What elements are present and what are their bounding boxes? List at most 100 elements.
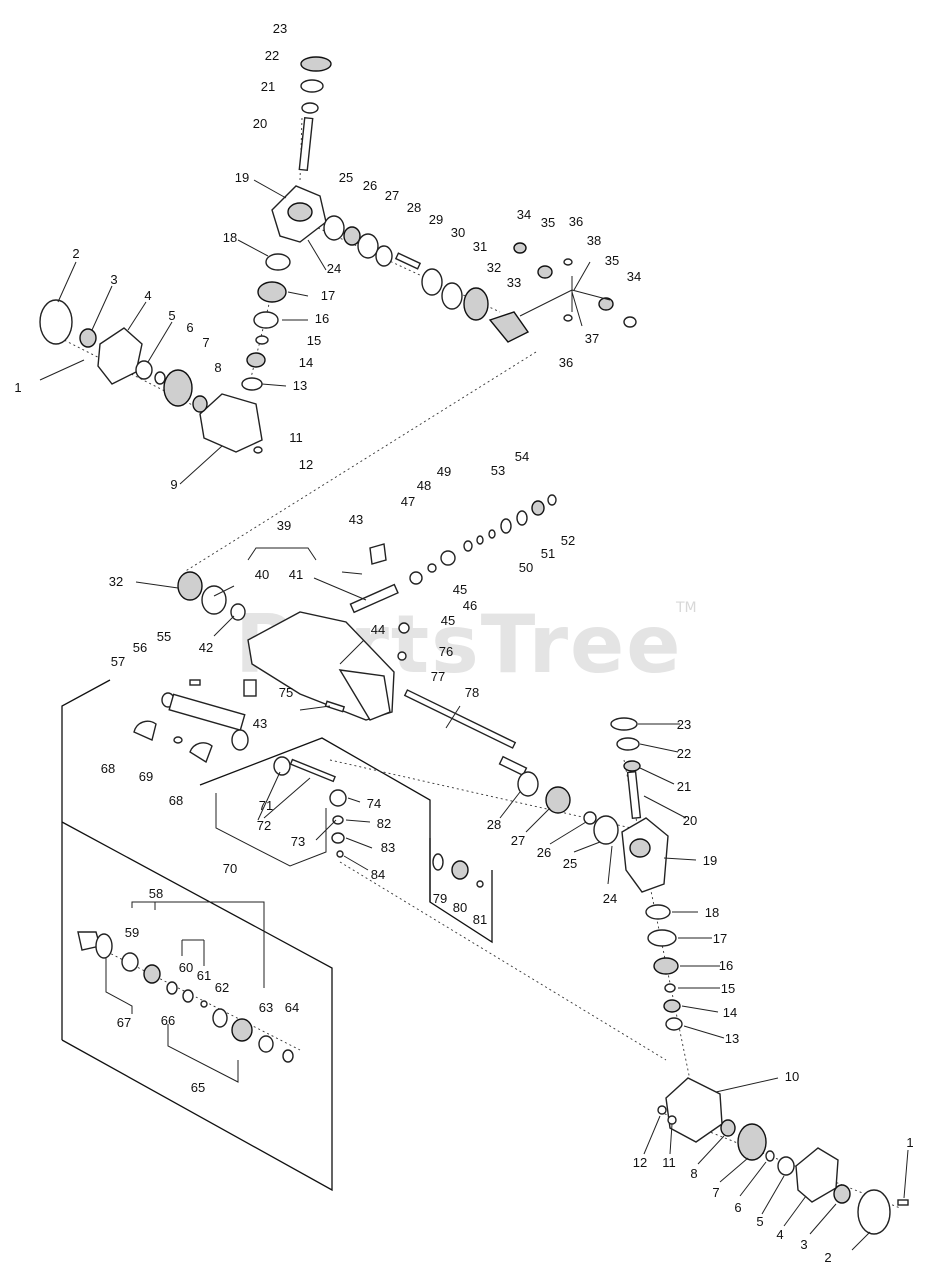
label-25-upper: 25 <box>339 170 353 185</box>
label-2-lower: 2 <box>824 1250 831 1265</box>
label-52: 52 <box>561 533 575 548</box>
label-22-lower: 22 <box>677 746 691 761</box>
label-71: 71 <box>259 798 273 813</box>
label-68-a: 68 <box>101 761 115 776</box>
label-13-lower: 13 <box>725 1031 739 1046</box>
label-82: 82 <box>377 816 391 831</box>
label-62: 62 <box>215 980 229 995</box>
label-30: 30 <box>451 225 465 240</box>
label-9: 9 <box>170 477 177 492</box>
label-32-upper: 32 <box>487 260 501 275</box>
label-14-lower: 14 <box>723 1005 737 1020</box>
label-1-upper: 1 <box>14 380 21 395</box>
label-7-lower: 7 <box>712 1185 719 1200</box>
label-84: 84 <box>371 867 385 882</box>
label-3-lower: 3 <box>800 1237 807 1252</box>
label-25-lower: 25 <box>563 856 577 871</box>
label-3-upper: 3 <box>110 272 117 287</box>
label-16-upper: 16 <box>315 311 329 326</box>
label-20-lower: 20 <box>683 813 697 828</box>
label-19-lower: 19 <box>703 853 717 868</box>
label-12-lower: 12 <box>633 1155 647 1170</box>
label-7-upper: 7 <box>202 335 209 350</box>
label-40: 40 <box>255 567 269 582</box>
upper-axle-assembly <box>39 56 637 454</box>
label-47: 47 <box>401 494 415 509</box>
label-74: 74 <box>367 796 381 811</box>
center-assembly <box>133 494 557 888</box>
label-6-upper: 6 <box>186 320 193 335</box>
label-69: 69 <box>139 769 153 784</box>
label-34-b: 34 <box>627 269 641 284</box>
label-33: 33 <box>507 275 521 290</box>
label-19-upper: 19 <box>235 170 249 185</box>
label-64: 64 <box>285 1000 299 1015</box>
label-17-upper: 17 <box>321 288 335 303</box>
label-70: 70 <box>223 861 237 876</box>
label-38: 38 <box>587 233 601 248</box>
label-50: 50 <box>519 560 533 575</box>
label-56: 56 <box>133 640 147 655</box>
label-17-lower: 17 <box>713 931 727 946</box>
label-36-a: 36 <box>569 214 583 229</box>
label-72: 72 <box>257 818 271 833</box>
label-13-upper: 13 <box>293 378 307 393</box>
label-35-b: 35 <box>605 253 619 268</box>
label-29: 29 <box>429 212 443 227</box>
label-79: 79 <box>433 891 447 906</box>
label-78: 78 <box>465 685 479 700</box>
label-15-lower: 15 <box>721 981 735 996</box>
label-45-b: 45 <box>441 613 455 628</box>
label-21-upper: 21 <box>261 79 275 94</box>
label-2-upper: 2 <box>72 246 79 261</box>
label-5-upper: 5 <box>168 308 175 323</box>
label-48: 48 <box>417 478 431 493</box>
part-number-labels: 1 1 2 2 3 3 4 4 5 5 6 6 7 7 8 8 9 10 11 … <box>14 21 913 1265</box>
label-26-upper: 26 <box>363 178 377 193</box>
label-8-lower: 8 <box>690 1166 697 1181</box>
boxed-subassembly <box>77 931 294 1063</box>
label-51: 51 <box>541 546 555 561</box>
label-24-upper: 24 <box>327 261 341 276</box>
label-77: 77 <box>431 669 445 684</box>
label-8-upper: 8 <box>214 360 221 375</box>
label-73: 73 <box>291 834 305 849</box>
label-66: 66 <box>161 1013 175 1028</box>
label-32-center: 32 <box>109 574 123 589</box>
label-24-lower: 24 <box>603 891 617 906</box>
label-22-upper: 22 <box>265 48 279 63</box>
label-61: 61 <box>197 968 211 983</box>
label-18-upper: 18 <box>223 230 237 245</box>
label-16-lower: 16 <box>719 958 733 973</box>
label-20-upper: 20 <box>253 116 267 131</box>
label-58: 58 <box>149 886 163 901</box>
label-5-lower: 5 <box>756 1214 763 1229</box>
label-11-lower: 11 <box>662 1155 676 1170</box>
label-35-a: 35 <box>541 215 555 230</box>
group-outlines <box>61 547 493 1192</box>
label-27-lower: 27 <box>511 833 525 848</box>
label-23-lower: 23 <box>677 717 691 732</box>
label-54: 54 <box>515 449 529 464</box>
label-4-lower: 4 <box>776 1227 783 1242</box>
lower-axle-assembly <box>498 717 909 1235</box>
watermark-trademark: TM <box>675 600 697 616</box>
label-53: 53 <box>491 463 505 478</box>
label-68-b: 68 <box>169 793 183 808</box>
label-55: 55 <box>157 629 171 644</box>
label-36-b: 36 <box>559 355 573 370</box>
label-76: 76 <box>439 644 453 659</box>
label-60: 60 <box>179 960 193 975</box>
label-15-upper: 15 <box>307 333 321 348</box>
label-18-lower: 18 <box>705 905 719 920</box>
label-42: 42 <box>199 640 213 655</box>
label-11-upper: 11 <box>289 430 303 445</box>
label-46: 46 <box>463 598 477 613</box>
label-81: 81 <box>473 912 487 927</box>
leader-lines <box>39 179 909 1251</box>
label-45-a: 45 <box>453 582 467 597</box>
label-6-lower: 6 <box>734 1200 741 1215</box>
label-12-upper: 12 <box>299 457 313 472</box>
label-80: 80 <box>453 900 467 915</box>
label-27-upper: 27 <box>385 188 399 203</box>
